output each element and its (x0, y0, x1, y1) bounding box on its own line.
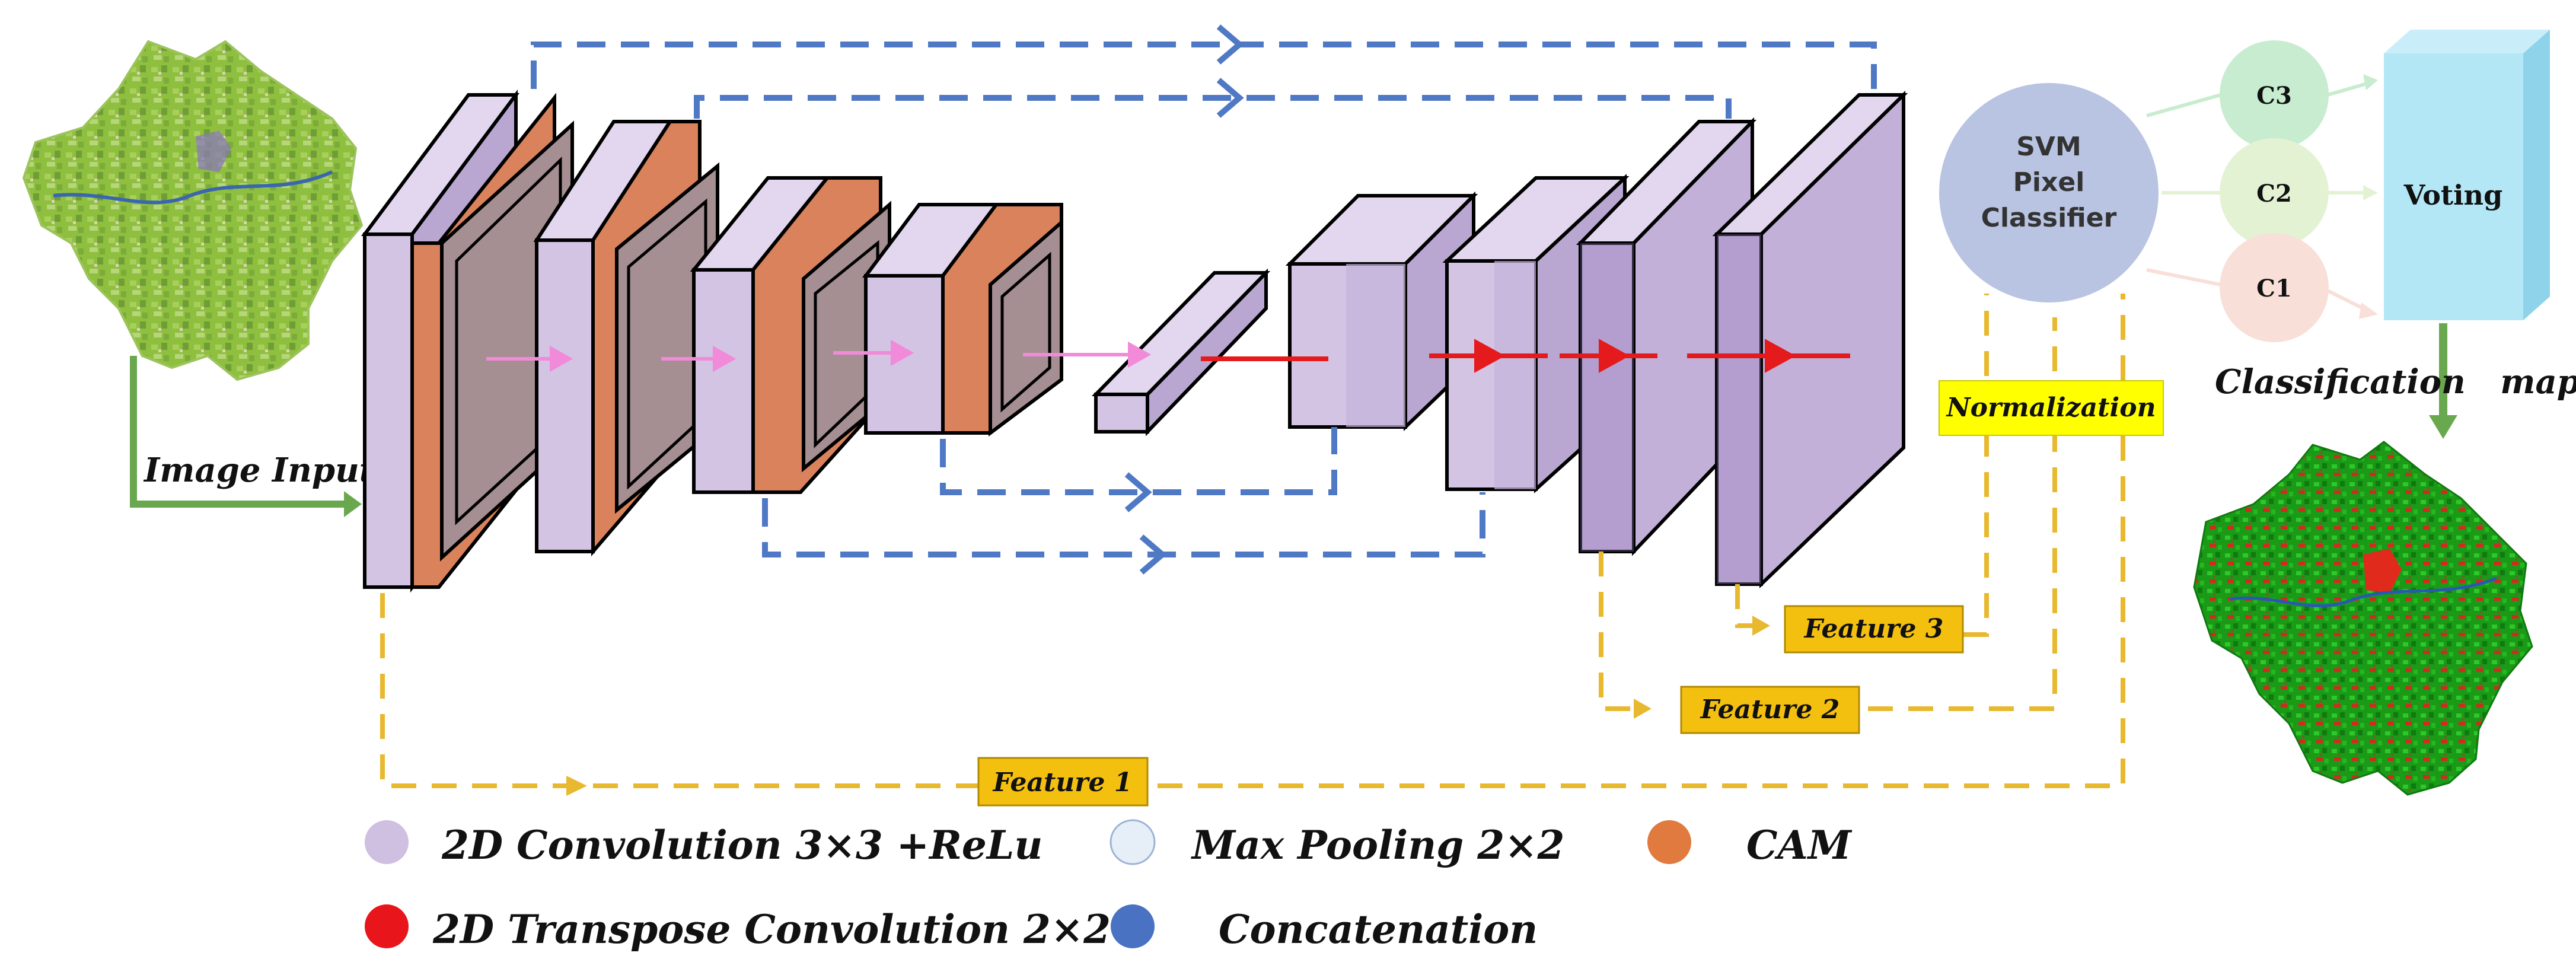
legend-item-pool: Max Pooling 2×2 (1110, 819, 1564, 868)
max-pooling-arrows (486, 339, 1152, 372)
svm-label-line3: Classifier (1981, 203, 2117, 233)
legend-label-transpose: 2D Transpose Convolution 2×2 (432, 906, 1111, 952)
class-c1-label: C1 (2256, 275, 2292, 302)
image-input-arrow (130, 356, 362, 517)
normalization-box: Normalization (1939, 380, 2164, 436)
feature-1-box: Feature 1 (977, 757, 1149, 807)
feature-2-label: Feature 2 (1700, 694, 1840, 725)
class-c1: C1 (2220, 233, 2329, 342)
bottleneck-block (1091, 268, 1271, 436)
class-arrows (2146, 74, 2378, 319)
concatenation-arrowheads (1124, 24, 1244, 575)
pool-dot-icon (1110, 819, 1156, 865)
block-3 (690, 176, 891, 494)
classification-map-image (2193, 441, 2533, 796)
feature-1-label: Feature 1 (992, 767, 1133, 798)
class-c3-label: C3 (2256, 82, 2292, 110)
class-c3: C3 (2220, 40, 2329, 149)
block-4 (862, 203, 1063, 436)
class-c2: C2 (2220, 138, 2329, 247)
svm-label-line2: Pixel (2013, 167, 2085, 197)
legend: 2D Convolution 3×3 +ReLu Max Pooling 2×2… (365, 819, 1853, 952)
transpose-convolution-arrows (1201, 339, 1850, 373)
satellite-input-image (22, 40, 364, 381)
voting-box: Voting (2384, 30, 2550, 320)
block-8 (1712, 90, 1908, 589)
transpose-dot-icon (365, 904, 409, 948)
legend-item-cam: CAM (1647, 820, 1853, 868)
legend-label-pool: Max Pooling 2×2 (1191, 822, 1564, 868)
normalization-label: Normalization (1945, 393, 2156, 423)
conv-dot-icon (365, 820, 409, 864)
voting-to-map-arrow (2429, 323, 2457, 439)
legend-item-transpose: 2D Transpose Convolution 2×2 (365, 904, 1111, 952)
image-input-label: Image Input (143, 451, 375, 490)
feature-2-box: Feature 2 (1680, 686, 1860, 734)
class-c2-label: C2 (2256, 180, 2292, 208)
feature-3-box: Feature 3 (1784, 605, 1964, 654)
legend-item-concat: Concatenation (1111, 904, 1538, 952)
svm-classifier: SVM Pixel Classifier (1939, 83, 2159, 302)
cam-dot-icon (1647, 820, 1691, 864)
legend-label-cam: CAM (1746, 822, 1853, 868)
concat-dot-icon (1111, 904, 1155, 948)
concatenation-skips (531, 42, 1877, 557)
classification-map-label: Classification map (2215, 362, 2576, 402)
svm-label-line1: SVM (2016, 132, 2081, 162)
legend-item-conv: 2D Convolution 3×3 +ReLu (365, 820, 1042, 868)
voting-label: Voting (2403, 179, 2502, 211)
feature-3-label: Feature 3 (1803, 614, 1944, 644)
feature-arrowheads (566, 616, 1770, 796)
legend-label-conv: 2D Convolution 3×3 +ReLu (441, 822, 1042, 868)
legend-label-concat: Concatenation (1219, 906, 1538, 952)
